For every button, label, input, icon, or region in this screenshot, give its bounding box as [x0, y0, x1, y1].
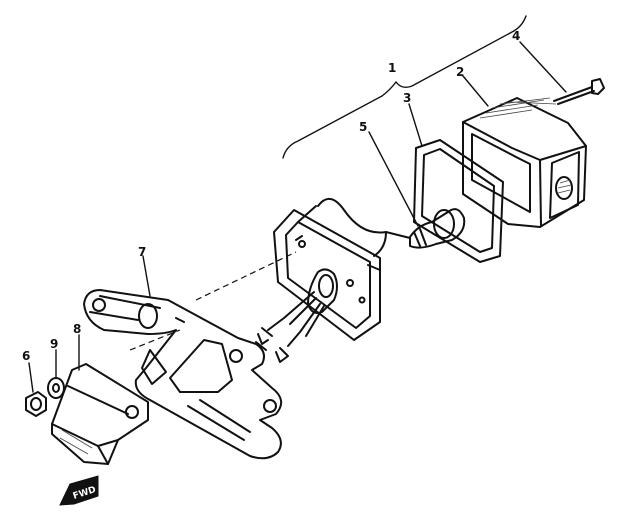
leader-7	[142, 255, 151, 297]
lamp-base-housing	[273, 198, 411, 341]
leader-4	[519, 41, 567, 93]
gasket-part-3	[413, 139, 504, 263]
nut-part-6	[25, 391, 47, 417]
callout-8: 8	[73, 322, 81, 336]
bulb-part-5	[409, 208, 466, 249]
callout-6: 6	[22, 349, 30, 363]
forward-arrow: FWD	[59, 475, 99, 506]
leader-3	[408, 103, 423, 147]
plate-light-part-8	[51, 363, 149, 465]
leader-2	[462, 75, 489, 107]
alignment-line-lower	[129, 329, 181, 351]
assembly-bracket	[282, 15, 527, 159]
callout-1: 1	[388, 61, 396, 75]
callout-7: 7	[138, 245, 146, 259]
lens-part-2	[462, 97, 587, 228]
washer-part-9	[47, 377, 65, 399]
callout-9: 9	[50, 337, 58, 351]
leader-6	[28, 362, 34, 393]
alignment-line-upper	[195, 251, 297, 301]
callout-2: 2	[456, 65, 464, 79]
callout-3: 3	[403, 91, 411, 105]
screw-part-4	[553, 78, 605, 105]
wire-leads	[257, 291, 325, 363]
callout-4: 4	[512, 29, 520, 43]
leader-5	[368, 131, 419, 227]
bracket-part-7	[83, 289, 283, 460]
callout-5: 5	[359, 120, 367, 134]
